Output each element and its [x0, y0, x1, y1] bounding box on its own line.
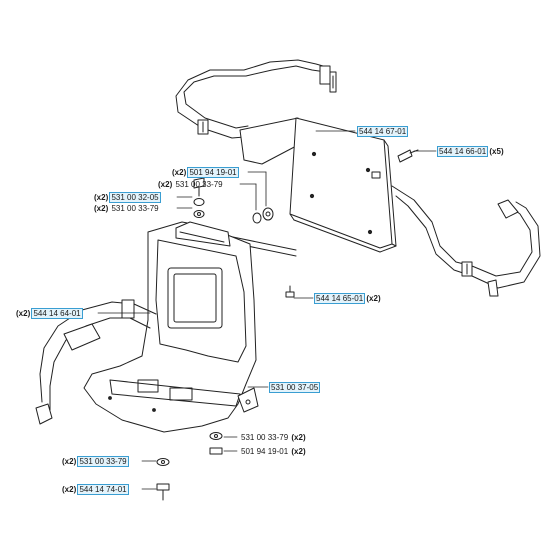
quantity: (x2): [291, 433, 306, 442]
callout-washer-top: (x2) 531 00 33-79: [158, 179, 224, 190]
part-number: 544 14 74-01: [77, 484, 129, 495]
part-number: 544 14 66-01: [436, 146, 489, 157]
top-screws-washers: [193, 177, 205, 218]
callout-nut-lower: 501 94 19-01 (x2): [240, 446, 306, 457]
waist-belt: [35, 299, 157, 425]
quantity: (x5): [489, 147, 504, 156]
callout-frame-screw[interactable]: 544 14 65-01 (x2): [313, 293, 381, 304]
part-number: 544 14 67-01: [356, 126, 409, 137]
quantity: (x2): [158, 180, 173, 189]
frame-body: [83, 221, 259, 433]
leader-lines: [97, 130, 437, 490]
part-number: 501 94 19-01: [187, 167, 239, 178]
part-number: 531 00 32-05: [109, 192, 161, 203]
lower-fasteners: [156, 432, 223, 501]
callout-back-plate[interactable]: 544 14 67-01: [356, 126, 409, 137]
shoulder-strap-lower: [391, 185, 541, 297]
quantity: (x2): [172, 168, 187, 177]
quantity: (x2): [62, 485, 77, 494]
callout-waist-belt[interactable]: (x2) 544 14 64-01: [16, 308, 83, 319]
plate-screw: [397, 149, 419, 163]
quantity: (x2): [366, 294, 381, 303]
frame-screw: [285, 285, 295, 298]
callout-washer-lower: 531 00 33-79 (x2): [240, 432, 306, 443]
back-plate: [239, 117, 397, 253]
callout-screw-top[interactable]: (x2) 531 00 32-05: [94, 192, 161, 203]
bolt-nut-washer: [252, 207, 274, 224]
part-number: 531 00 37-05: [268, 382, 321, 393]
callout-washer-mid: (x2) 531 00 33-79: [94, 203, 160, 214]
callout-nut-top[interactable]: (x2) 501 94 19-01: [172, 167, 239, 178]
callout-bolt-bottom[interactable]: (x2) 544 14 74-01: [62, 484, 129, 495]
quantity: (x2): [94, 204, 109, 213]
part-number: 544 14 64-01: [31, 308, 83, 319]
part-number: 544 14 65-01: [313, 293, 366, 304]
part-number: 501 94 19-01: [241, 447, 289, 456]
quantity: (x2): [62, 457, 77, 466]
callout-plate-screw[interactable]: 544 14 66-01 (x5): [436, 146, 504, 157]
quantity: (x2): [94, 193, 109, 202]
part-number: 531 00 33-79: [175, 180, 223, 189]
part-number: 531 00 33-79: [241, 433, 289, 442]
part-number: 531 00 33-79: [77, 456, 129, 467]
quantity: (x2): [16, 309, 31, 318]
quantity: (x2): [291, 447, 306, 456]
callout-frame[interactable]: 531 00 37-05: [268, 382, 321, 393]
callout-washer-bottom[interactable]: (x2) 531 00 33-79: [62, 456, 129, 467]
part-number: 531 00 33-79: [111, 204, 159, 213]
strap-buckle-left: [197, 119, 209, 135]
